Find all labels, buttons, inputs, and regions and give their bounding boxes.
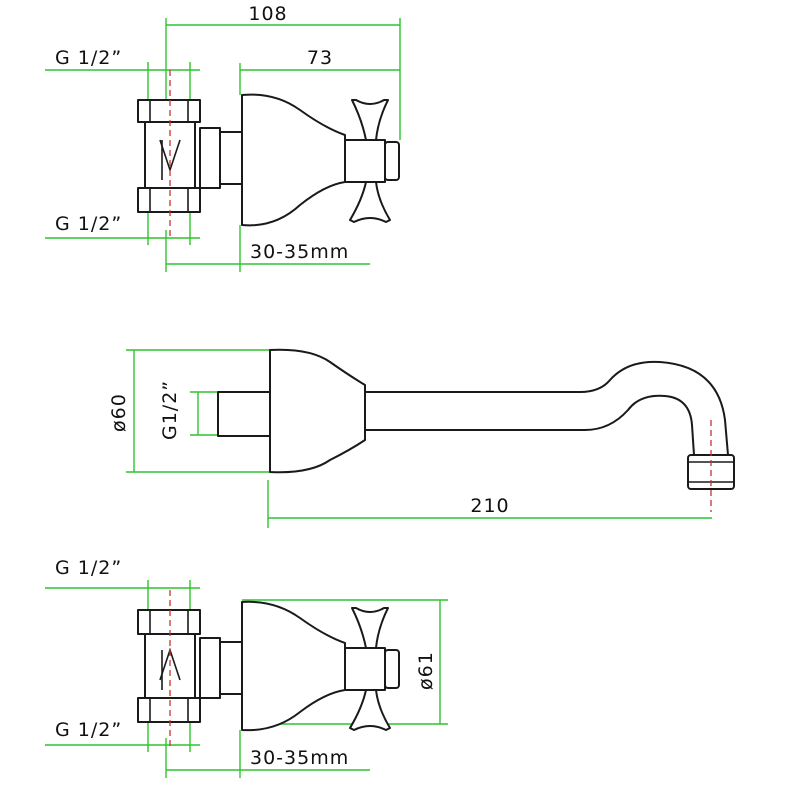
bottom-view: G 1/2” G 1/2” ø61 30-35mm [45,557,448,778]
top-outlet-label: G 1/2” [55,213,122,235]
spout-pipe [364,360,729,456]
top-valve-body [241,93,386,227]
bottom-inlet-fitting [137,609,243,723]
top-inlet-label: G 1/2” [55,47,122,69]
middle-view: ø60 G1/2” 210 [108,348,735,528]
top-view: 108 73 G 1/2” G 1/2” 30-35mm [45,3,401,272]
middle-view-dimensions [126,349,712,528]
top-inlet-fitting [137,99,243,213]
bottom-diameter: ø61 [415,651,437,690]
spout-body [269,348,366,474]
bottom-view-dimensions [45,580,448,778]
middle-diameter: ø60 [108,393,130,432]
bottom-outlet-label: G 1/2” [55,719,122,741]
top-cross-handle-icon [349,99,400,223]
bottom-wall-range: 30-35mm [250,747,349,769]
top-body-length: 73 [307,47,333,69]
spout-reach: 210 [470,495,509,517]
spout-connector [217,391,271,437]
top-overall-length: 108 [248,3,287,25]
top-wall-range: 30-35mm [250,241,349,263]
middle-thread: G1/2” [159,380,181,440]
bottom-cross-handle-icon [349,607,400,731]
bottom-inlet-label: G 1/2” [55,557,122,579]
bottom-valve-body [241,600,386,732]
